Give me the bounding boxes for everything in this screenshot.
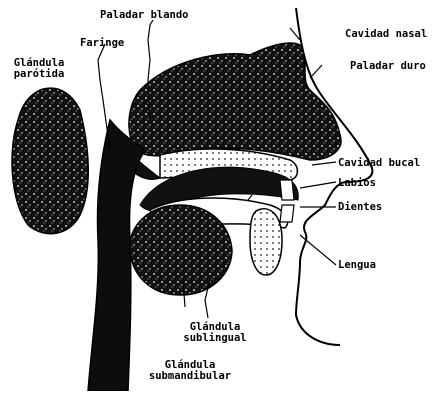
label-glandula-submandibular: Glándula submandibular bbox=[140, 360, 240, 382]
label-glandula-sublingual-line2: sublingual bbox=[175, 333, 255, 344]
label-paladar-blando: Paladar blando bbox=[100, 10, 189, 21]
sublingual-gland bbox=[250, 209, 282, 275]
label-cavidad-nasal: Cavidad nasal bbox=[345, 29, 427, 40]
label-labios: Labios bbox=[338, 178, 376, 189]
label-faringe: Faringe bbox=[80, 38, 124, 49]
submandibular-gland bbox=[130, 205, 232, 295]
label-lengua: Lengua bbox=[338, 260, 376, 271]
label-glandula-parotida: Glándula parótida bbox=[4, 58, 74, 80]
label-glandula-parotida-line2: parótida bbox=[4, 69, 74, 80]
teeth bbox=[280, 180, 294, 200]
label-dientes: Dientes bbox=[338, 202, 382, 213]
label-glandula-sublingual: Glándula sublingual bbox=[175, 322, 255, 344]
label-paladar-duro: Paladar duro bbox=[350, 61, 426, 72]
label-glandula-submandibular-line2: submandibular bbox=[140, 371, 240, 382]
nasal-cavity-mass bbox=[129, 43, 341, 160]
parotid-gland bbox=[12, 88, 88, 234]
label-cavidad-bucal: Cavidad bucal bbox=[338, 158, 420, 169]
